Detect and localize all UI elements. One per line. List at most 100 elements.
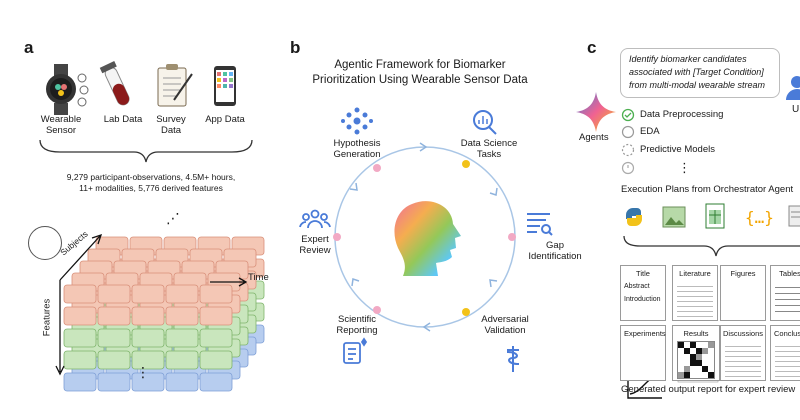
dot-yellow-top — [462, 160, 470, 168]
matrix-cell — [690, 354, 696, 360]
matrix-cell — [678, 366, 684, 372]
arrow-bottom — [422, 322, 431, 332]
cube-cell — [63, 284, 97, 304]
report-page-title: Title Abstract Introduction — [620, 265, 666, 321]
smartwatch-icon — [46, 64, 89, 115]
matrix-cell — [696, 366, 702, 372]
report-page-discussions: Discussions — [720, 325, 766, 381]
python-icon — [626, 208, 642, 226]
matrix-cell — [696, 342, 702, 348]
matrix-cell — [708, 372, 714, 378]
panel-c-letter: c — [587, 38, 597, 57]
arrow-left-top — [349, 182, 358, 191]
prompt-bubble: Identify biomarker candidates associated… — [620, 48, 780, 98]
arrow-right-bottom — [489, 279, 498, 288]
matrix-cell — [684, 366, 690, 372]
text-lines — [725, 342, 761, 380]
report-page-introduction: Introduction — [624, 296, 661, 303]
matrix-cell — [696, 354, 702, 360]
ellipsis-vertical: ⋮ — [136, 364, 150, 380]
history-icon — [621, 161, 635, 175]
cube-cell — [131, 284, 165, 304]
checklist-item-eda: EDA — [640, 126, 660, 137]
cube-cell — [199, 328, 233, 348]
cube-cell — [63, 350, 97, 370]
cube-cell — [97, 284, 131, 304]
matrix-cell — [690, 366, 696, 372]
check-done-icon — [621, 108, 635, 122]
report-page-results-heading: Results — [683, 329, 709, 338]
report-page-title-heading: Title — [636, 269, 650, 278]
features-axis — [55, 280, 65, 376]
report-page-experiments-heading: Experiments — [624, 329, 666, 338]
checklist-more: ⋮ — [678, 160, 691, 175]
dot-pink-bottom — [373, 306, 381, 314]
matrix-cell — [684, 354, 690, 360]
phone-icon — [214, 66, 236, 106]
prompt-text: Identify biomarker candidates associated… — [629, 54, 766, 90]
matrix-cell — [708, 354, 714, 360]
report-page-figures-heading: Figures — [730, 269, 756, 278]
dot-pink-left — [333, 233, 341, 241]
report-page-discussions-heading: Discussions — [722, 329, 763, 338]
matrix-cell — [696, 360, 702, 366]
matrix-cell — [696, 348, 702, 354]
cube-cell — [63, 306, 97, 326]
cube-cell — [165, 350, 199, 370]
json-braces-icon: {…} — [745, 208, 774, 227]
plans-title: Execution Plans from Orchestrator Agent — [621, 184, 794, 195]
report-page-tables-heading: Tables — [779, 269, 800, 278]
cube-cell — [199, 372, 233, 392]
caduceus-icon — [506, 346, 520, 372]
agents-label: Agents — [579, 132, 609, 143]
report-caption: Generated output report for expert revie… — [621, 384, 796, 395]
checklist-item-preprocessing: Data Preprocessing — [640, 109, 724, 120]
panel-b-title-line1: Agentic Framework for Biomarker — [334, 59, 506, 71]
network-icon — [341, 107, 373, 135]
agents-sparkle-icon — [576, 92, 616, 132]
report-page-results: Results — [672, 325, 720, 381]
text-lines — [775, 342, 800, 380]
report-page-tables: Tables — [770, 265, 800, 321]
subjects-axis — [59, 233, 103, 281]
report-page-conclusion: Conclusio — [770, 325, 800, 381]
results-matrix-grid — [677, 341, 715, 379]
matrix-cell — [696, 372, 702, 378]
cube-cell — [97, 328, 131, 348]
test-tube-icon — [99, 61, 130, 106]
check-pending-icon — [621, 143, 635, 157]
spreadsheet-icon — [705, 203, 725, 229]
cube-cell — [63, 328, 97, 348]
cube-cell — [131, 372, 165, 392]
cube-cell — [131, 328, 165, 348]
dot-yellow-bottom — [462, 308, 470, 316]
arrow-top — [419, 142, 428, 152]
matrix-cell — [702, 360, 708, 366]
people-icon — [299, 209, 331, 229]
cube-cell — [97, 306, 131, 326]
source-label-lab: Lab Data — [103, 114, 143, 125]
matrix-cell — [702, 366, 708, 372]
matrix-cell — [708, 360, 714, 366]
panel-b-letter: b — [290, 38, 301, 57]
matrix-cell — [684, 372, 690, 378]
cube-cell — [131, 350, 165, 370]
image-icon — [662, 206, 686, 228]
cube-cell — [131, 306, 165, 326]
panel-a-letter: a — [24, 38, 34, 57]
time-axis — [210, 277, 248, 287]
report-icon — [343, 337, 368, 364]
report-page-conclusion-heading: Conclusio — [774, 329, 800, 338]
matrix-cell — [702, 354, 708, 360]
matrix-cell — [690, 372, 696, 378]
ellipsis-diagonal: ⋰ — [166, 210, 180, 226]
matrix-cell — [678, 354, 684, 360]
checklist-item-predictive-models: Predictive Models — [640, 144, 715, 155]
cube-cell — [97, 350, 131, 370]
summary-line-1: 9,279 participant-observations, 4.5M+ ho… — [66, 172, 236, 182]
